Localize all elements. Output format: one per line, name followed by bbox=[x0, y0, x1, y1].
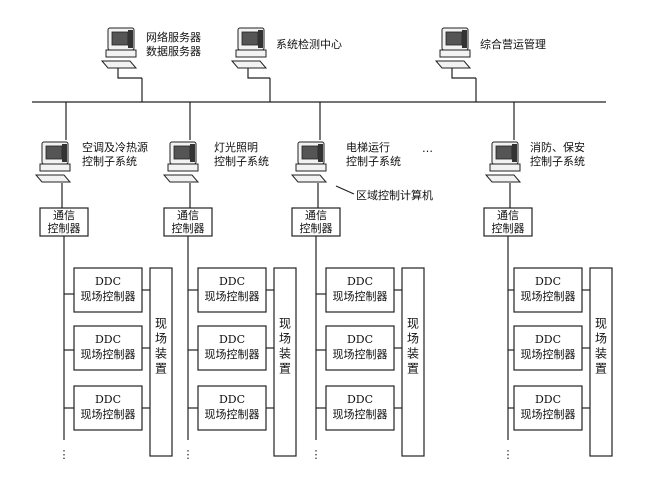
ddc-sublabel: 现场控制器 bbox=[521, 289, 576, 303]
field-device-box bbox=[273, 267, 297, 457]
server-label-line2: 数据服务器 bbox=[146, 44, 201, 58]
ddc-controller-box bbox=[513, 385, 583, 431]
server-operations-management: 综合营运管理 bbox=[435, 27, 546, 79]
server-monitoring-center: 系统检测中心 bbox=[231, 27, 342, 79]
ddc-sublabel: 现场控制器 bbox=[333, 289, 388, 303]
ddc-sublabel: 现场控制器 bbox=[205, 347, 260, 361]
ddc-sublabel: 现场控制器 bbox=[521, 407, 576, 421]
subsystem-label-line1: 空调及冷热源 bbox=[82, 140, 148, 154]
subsystem-label-line2: 控制子系统 bbox=[530, 154, 585, 168]
comm-controller-box bbox=[163, 207, 213, 237]
ddc-controller-box bbox=[325, 325, 395, 371]
subsystem-label-line2: 控制子系统 bbox=[82, 154, 137, 168]
area-computer-leader bbox=[335, 185, 355, 195]
server-label: 系统检测中心 bbox=[276, 37, 342, 51]
server-label: 综合营运管理 bbox=[480, 37, 546, 51]
comm-controller-line1: 通信 bbox=[53, 209, 75, 222]
subsystem-hvac: 空调及冷热源 控制子系统 通信 控制器 DDC 现场控制器 DDC 现场控制器 … bbox=[35, 140, 173, 461]
computer-icon bbox=[435, 27, 471, 69]
server-network-data: 网络服务器 数据服务器 bbox=[101, 27, 201, 79]
computer-icon bbox=[163, 141, 199, 183]
ddc-controller-box bbox=[73, 267, 143, 313]
ddc-label: DDC bbox=[535, 275, 561, 288]
server-label-line1: 网络服务器 bbox=[146, 30, 201, 44]
ddc-controller-box bbox=[197, 325, 267, 371]
ddc-label: DDC bbox=[219, 333, 245, 346]
ddc-controller-box bbox=[513, 267, 583, 313]
ddc-label: DDC bbox=[219, 393, 245, 406]
ddc-label: DDC bbox=[535, 393, 561, 406]
ddc-controller-box bbox=[325, 385, 395, 431]
computer-icon bbox=[35, 141, 71, 183]
computer-icon bbox=[291, 141, 327, 183]
ddc-sublabel: 现场控制器 bbox=[333, 347, 388, 361]
ddc-label: DDC bbox=[347, 393, 373, 406]
ddc-sublabel: 现场控制器 bbox=[81, 407, 136, 421]
ellipsis-horizontal: … bbox=[422, 142, 433, 155]
comm-controller-line1: 通信 bbox=[497, 209, 519, 222]
subsystem-label-line1: 电梯运行 bbox=[346, 141, 390, 154]
subsystem-lighting: 灯光照明 控制子系统 通信 控制器 DDC 现场控制器 DDC 现场控制器 DD… bbox=[163, 140, 297, 461]
ddc-label: DDC bbox=[347, 275, 373, 288]
comm-controller-box bbox=[39, 207, 89, 237]
area-computer-label: 区域控制计算机 bbox=[356, 188, 433, 202]
ddc-label: DDC bbox=[95, 393, 121, 406]
comm-controller-line2: 控制器 bbox=[48, 221, 81, 235]
ddc-controller-box bbox=[325, 267, 395, 313]
field-device-label: 现场装置 bbox=[279, 317, 291, 376]
ddc-sublabel: 现场控制器 bbox=[521, 347, 576, 361]
ddc-label: DDC bbox=[95, 275, 121, 288]
ddc-sublabel: 现场控制器 bbox=[205, 289, 260, 303]
comm-controller-line1: 通信 bbox=[177, 209, 199, 222]
field-device-box bbox=[149, 267, 173, 457]
field-device-box bbox=[401, 267, 425, 457]
ddc-controller-box bbox=[197, 267, 267, 313]
ddc-sublabel: 现场控制器 bbox=[81, 347, 136, 361]
ddc-sublabel: 现场控制器 bbox=[333, 407, 388, 421]
ellipsis-vertical: ⋮ bbox=[503, 448, 514, 461]
subsystem-label-line2: 控制子系统 bbox=[346, 154, 401, 168]
computer-icon bbox=[101, 27, 137, 69]
ddc-controller-box bbox=[197, 385, 267, 431]
subsystem-fire-security: 消防、保安 控制子系统 通信 控制器 DDC 现场控制器 DDC 现场控制器 D… bbox=[483, 140, 613, 461]
ddc-label: DDC bbox=[347, 333, 373, 346]
computer-icon bbox=[485, 141, 521, 183]
ellipsis-vertical: ⋮ bbox=[183, 448, 194, 461]
ddc-controller-box bbox=[73, 325, 143, 371]
subsystem-elevator: 电梯运行 控制子系统 … 区域控制计算机 通信 控制器 DDC 现场控制器 DD… bbox=[291, 141, 433, 461]
ddc-label: DDC bbox=[95, 333, 121, 346]
subsystem-label-line1: 消防、保安 bbox=[530, 140, 585, 154]
computer-icon bbox=[231, 27, 267, 69]
ddc-label: DDC bbox=[219, 275, 245, 288]
comm-controller-line1: 通信 bbox=[305, 209, 327, 222]
ddc-sublabel: 现场控制器 bbox=[81, 289, 136, 303]
comm-controller-box bbox=[291, 207, 341, 237]
comm-controller-line2: 控制器 bbox=[492, 221, 525, 235]
ddc-label: DDC bbox=[535, 333, 561, 346]
ellipsis-vertical: ⋮ bbox=[59, 448, 70, 461]
field-device-box bbox=[589, 267, 613, 457]
field-device-label: 现场装置 bbox=[155, 317, 167, 376]
ddc-controller-box bbox=[73, 385, 143, 431]
field-device-label: 现场装置 bbox=[595, 317, 607, 376]
comm-controller-line2: 控制器 bbox=[172, 221, 205, 235]
ellipsis-vertical: ⋮ bbox=[311, 448, 322, 461]
subsystem-label-line1: 灯光照明 bbox=[214, 140, 258, 154]
subsystem-label-line2: 控制子系统 bbox=[214, 154, 269, 168]
ddc-controller-box bbox=[513, 325, 583, 371]
field-device-label: 现场装置 bbox=[407, 317, 419, 376]
ddc-sublabel: 现场控制器 bbox=[205, 407, 260, 421]
comm-controller-line2: 控制器 bbox=[300, 221, 333, 235]
